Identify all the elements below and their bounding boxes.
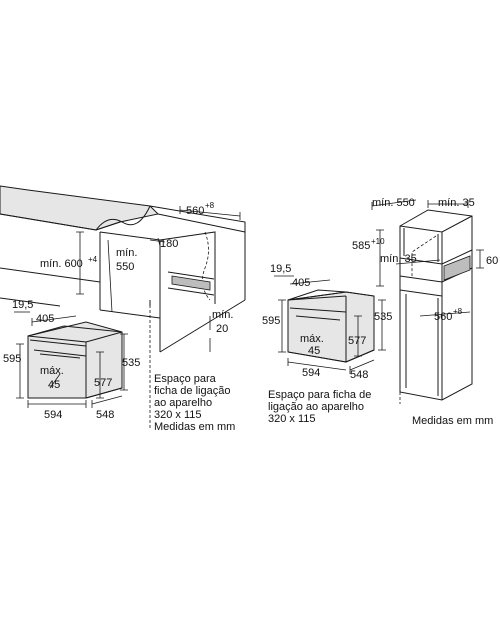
right-oven-535: 535 bbox=[374, 311, 392, 323]
right-cab-585: 585 bbox=[352, 240, 370, 252]
right-cab-60: 60 bbox=[486, 255, 498, 267]
left-niche-min20-b: 20 bbox=[216, 323, 228, 335]
right-oven-595: 595 bbox=[262, 315, 280, 327]
left-oven bbox=[14, 311, 128, 408]
right-note-line1: Espaço para ficha de bbox=[268, 389, 371, 401]
right-cab-560: 560 bbox=[434, 311, 452, 323]
left-note-line3: ao aparelho bbox=[154, 397, 212, 409]
right-rear-opening bbox=[443, 255, 471, 281]
right-cab-min35-mid: mín. 35 bbox=[380, 253, 417, 265]
left-niche-560: 560 bbox=[186, 205, 204, 217]
right-note-line3: 320 x 115 bbox=[268, 413, 316, 425]
left-oven-max-value: 45 bbox=[48, 379, 60, 391]
left-niche-180: 180 bbox=[160, 238, 178, 250]
left-installation: mín. 600 +4 mín. 550 180 560 +8 mín. 20 … bbox=[0, 185, 246, 433]
left-note-line2: ficha de ligação bbox=[154, 385, 230, 397]
right-oven-19-5: 19,5 bbox=[270, 263, 291, 275]
right-cab-585-sup: +10 bbox=[371, 237, 385, 246]
right-oven bbox=[274, 275, 386, 374]
right-oven-max-value: 45 bbox=[308, 345, 320, 357]
left-note-line5: Medidas em mm bbox=[154, 421, 235, 433]
left-niche-min550-a: mín. bbox=[116, 247, 137, 259]
right-oven-max-label: máx. bbox=[300, 333, 324, 345]
left-niche-min600: mín. 600 bbox=[40, 258, 83, 270]
left-oven-594: 594 bbox=[44, 409, 62, 421]
left-niche-min20-a: mín. bbox=[212, 309, 233, 321]
left-note-line1: Espaço para bbox=[154, 373, 217, 385]
tall-cabinet bbox=[399, 209, 473, 401]
niche-outline bbox=[99, 231, 246, 353]
right-oven-594: 594 bbox=[302, 367, 320, 379]
right-note-line4: Medidas em mm bbox=[412, 415, 493, 427]
left-oven-535: 535 bbox=[122, 357, 140, 369]
right-cab-min35-top: mín. 35 bbox=[438, 197, 475, 209]
left-niche-560-sup: +8 bbox=[205, 201, 215, 210]
right-cab-560-sup: +8 bbox=[453, 307, 463, 316]
right-note-line2: ligação ao aparelho bbox=[268, 401, 364, 413]
left-niche-min550-b: 550 bbox=[116, 261, 134, 273]
left-note-line4: 320 x 115 bbox=[154, 409, 202, 421]
left-oven-577: 577 bbox=[94, 377, 112, 389]
right-oven-577: 577 bbox=[348, 335, 366, 347]
left-oven-548: 548 bbox=[96, 409, 114, 421]
right-installation: mín. 550 mín. 35 585 +10 60 mín. 35 560 … bbox=[262, 197, 498, 427]
left-oven-max-label: máx. bbox=[40, 365, 64, 377]
left-niche-min600-sup: +4 bbox=[88, 255, 98, 264]
right-oven-handle bbox=[295, 315, 341, 321]
worktop bbox=[0, 185, 160, 231]
left-oven-19-5: 19,5 bbox=[12, 299, 33, 311]
left-oven-handle bbox=[39, 353, 81, 359]
left-oven-405: 405 bbox=[36, 313, 54, 325]
left-oven-595: 595 bbox=[3, 353, 21, 365]
right-oven-405: 405 bbox=[292, 277, 310, 289]
right-cab-min550: mín. 550 bbox=[372, 197, 415, 209]
right-oven-548: 548 bbox=[350, 369, 368, 381]
rear-opening bbox=[171, 275, 211, 291]
